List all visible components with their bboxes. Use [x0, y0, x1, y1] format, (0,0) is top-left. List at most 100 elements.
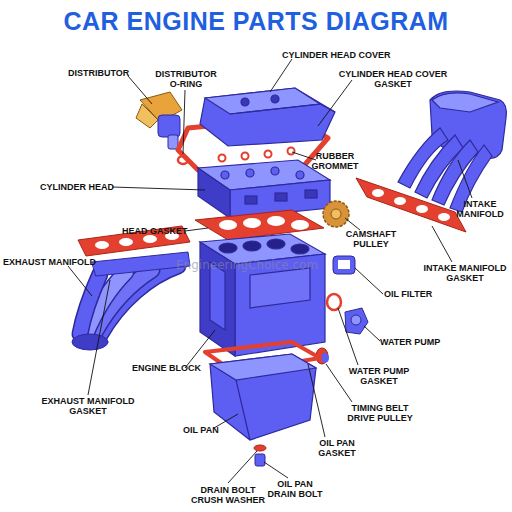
- cylinder-head-cover-gasket-shape: [242, 153, 249, 160]
- intake-manifold-gasket: [356, 178, 466, 232]
- leader-lines-shape: [270, 59, 292, 92]
- oil-filter: [333, 256, 355, 274]
- exhaust-manifold-gasket: [78, 226, 190, 256]
- part-label: EXHAUST MANIFOLD GASKET: [36, 396, 140, 416]
- drain-bolt-crush-washer-shape: [254, 445, 266, 451]
- water-pump: [345, 308, 368, 334]
- leader-lines-shape: [355, 268, 383, 294]
- head-gasket-shape: [219, 220, 237, 230]
- water-pump-shape: [345, 308, 368, 334]
- camshaft-pulley: [323, 201, 349, 227]
- engine-block-shape: [267, 239, 285, 249]
- water-pump-gasket-shape: [327, 294, 341, 310]
- cylinder-head: [198, 160, 330, 218]
- cylinder-head-cover-shape: [200, 88, 335, 146]
- part-label: HEAD GASKET: [122, 226, 188, 236]
- cylinder-head-shape: [221, 171, 229, 179]
- leader-lines: [68, 59, 472, 483]
- oil-filter-shape: [333, 256, 355, 274]
- camshaft-pulley-shape: [331, 209, 341, 219]
- part-label: TIMING BELT DRIVE PULLEY: [340, 403, 420, 423]
- cylinder-head-cover-gasket-shape: [288, 148, 295, 155]
- distributor-shape: [158, 115, 180, 137]
- exhaust-manifold-gasket-shape: [95, 241, 109, 249]
- oil-pan-drain-bolt: [255, 454, 265, 466]
- exhaust-manifold-shape: [80, 274, 100, 334]
- part-label: CAMSHAFT PULLEY: [338, 229, 404, 249]
- engine-block-shape: [291, 244, 309, 254]
- oil-pan-drain-bolt-shape: [255, 454, 265, 466]
- part-label: INTAKE MANIFOLD: [448, 199, 512, 219]
- leader-lines-shape: [68, 266, 92, 296]
- leader-lines-shape: [183, 90, 185, 154]
- leader-lines-shape: [228, 451, 257, 483]
- engine-block-shape: [219, 243, 237, 253]
- oil-pan-shape: [236, 380, 250, 440]
- intake-manifold: [398, 91, 506, 212]
- leader-lines-shape: [112, 187, 205, 190]
- intake-manifold-gasket-shape: [356, 178, 466, 232]
- part-label: WATER PUMP GASKET: [346, 366, 412, 386]
- part-label: DISTRIBUTOR: [68, 68, 129, 78]
- diagram-title: CAR ENGINE PARTS DIAGRAM: [0, 6, 512, 36]
- distributor: [136, 92, 182, 149]
- intake-manifold-gasket-shape: [394, 197, 406, 205]
- leader-lines-shape: [128, 76, 152, 104]
- leader-lines-shape: [326, 364, 352, 402]
- head-gasket-shape: [243, 218, 261, 228]
- engine-block-shape: [210, 262, 225, 330]
- leader-lines-shape: [364, 326, 380, 341]
- camshaft-pulley-shape: [323, 201, 349, 227]
- intake-manifold-gasket-shape: [416, 205, 428, 213]
- part-label: DISTRIBUTOR O-RING: [153, 69, 219, 89]
- head-gasket-shape: [291, 220, 309, 230]
- engine-block: [200, 234, 325, 356]
- part-label: RUBBER GROMMET: [306, 151, 364, 171]
- leader-lines-shape: [292, 152, 316, 160]
- part-label: DRAIN BOLT CRUSH WASHER: [190, 485, 266, 505]
- head-gasket-shape: [267, 216, 285, 226]
- part-label: OIL FILTER: [384, 289, 432, 299]
- leader-lines-shape: [185, 330, 215, 368]
- leader-lines-shape: [88, 280, 110, 395]
- part-label: CYLINDER HEAD COVER: [282, 50, 391, 60]
- exhaust-manifold-gasket-shape: [119, 238, 133, 246]
- leader-lines-shape: [318, 80, 352, 126]
- distributor-shape: [168, 135, 178, 149]
- leader-lines-shape: [345, 218, 360, 230]
- leader-lines-shape: [185, 228, 208, 231]
- part-label: CYLINDER HEAD: [40, 182, 114, 192]
- part-label: OIL PAN: [183, 425, 219, 435]
- part-label: OIL PAN GASKET: [312, 438, 362, 458]
- cylinder-head-shape: [305, 190, 317, 198]
- intake-manifold-gasket-shape: [372, 189, 384, 197]
- exhaust-manifold-shape: [80, 274, 100, 334]
- timing-belt-drive-pulley-shape: [321, 353, 329, 363]
- part-label: OIL PAN DRAIN BOLT: [262, 479, 328, 499]
- part-label: WATER PUMP: [380, 337, 440, 347]
- cylinder-head-cover-gasket-shape: [219, 155, 226, 162]
- oil-pan-shape: [210, 354, 316, 440]
- distributor-shape: [136, 104, 158, 128]
- leader-lines-shape: [432, 226, 452, 262]
- part-label: CYLINDER HEAD COVER GASKET: [332, 69, 454, 89]
- leader-lines-shape: [338, 308, 358, 365]
- intake-manifold-shape: [432, 93, 498, 112]
- cylinder-head-cover-gasket-shape: [265, 151, 272, 158]
- watermark: EngineeringChoice.com: [176, 258, 318, 272]
- part-label: EXHAUST MANIFOLD: [3, 257, 96, 267]
- oil-pan-shape: [210, 354, 316, 380]
- leader-lines-shape: [308, 364, 325, 437]
- oil-filter-shape: [338, 260, 350, 269]
- cylinder-head-shape: [245, 196, 257, 204]
- head-gasket-shape: [195, 210, 324, 240]
- cylinder-head-shape: [271, 167, 279, 175]
- oil-pan: [210, 354, 316, 440]
- cylinder-head-shape: [296, 171, 304, 179]
- cylinder-head-cover-shape: [271, 95, 279, 103]
- engine-block-shape: [243, 241, 261, 251]
- head-gasket: [195, 210, 324, 240]
- cylinder-head-cover: [200, 88, 335, 146]
- exhaust-manifold-shape: [92, 252, 190, 276]
